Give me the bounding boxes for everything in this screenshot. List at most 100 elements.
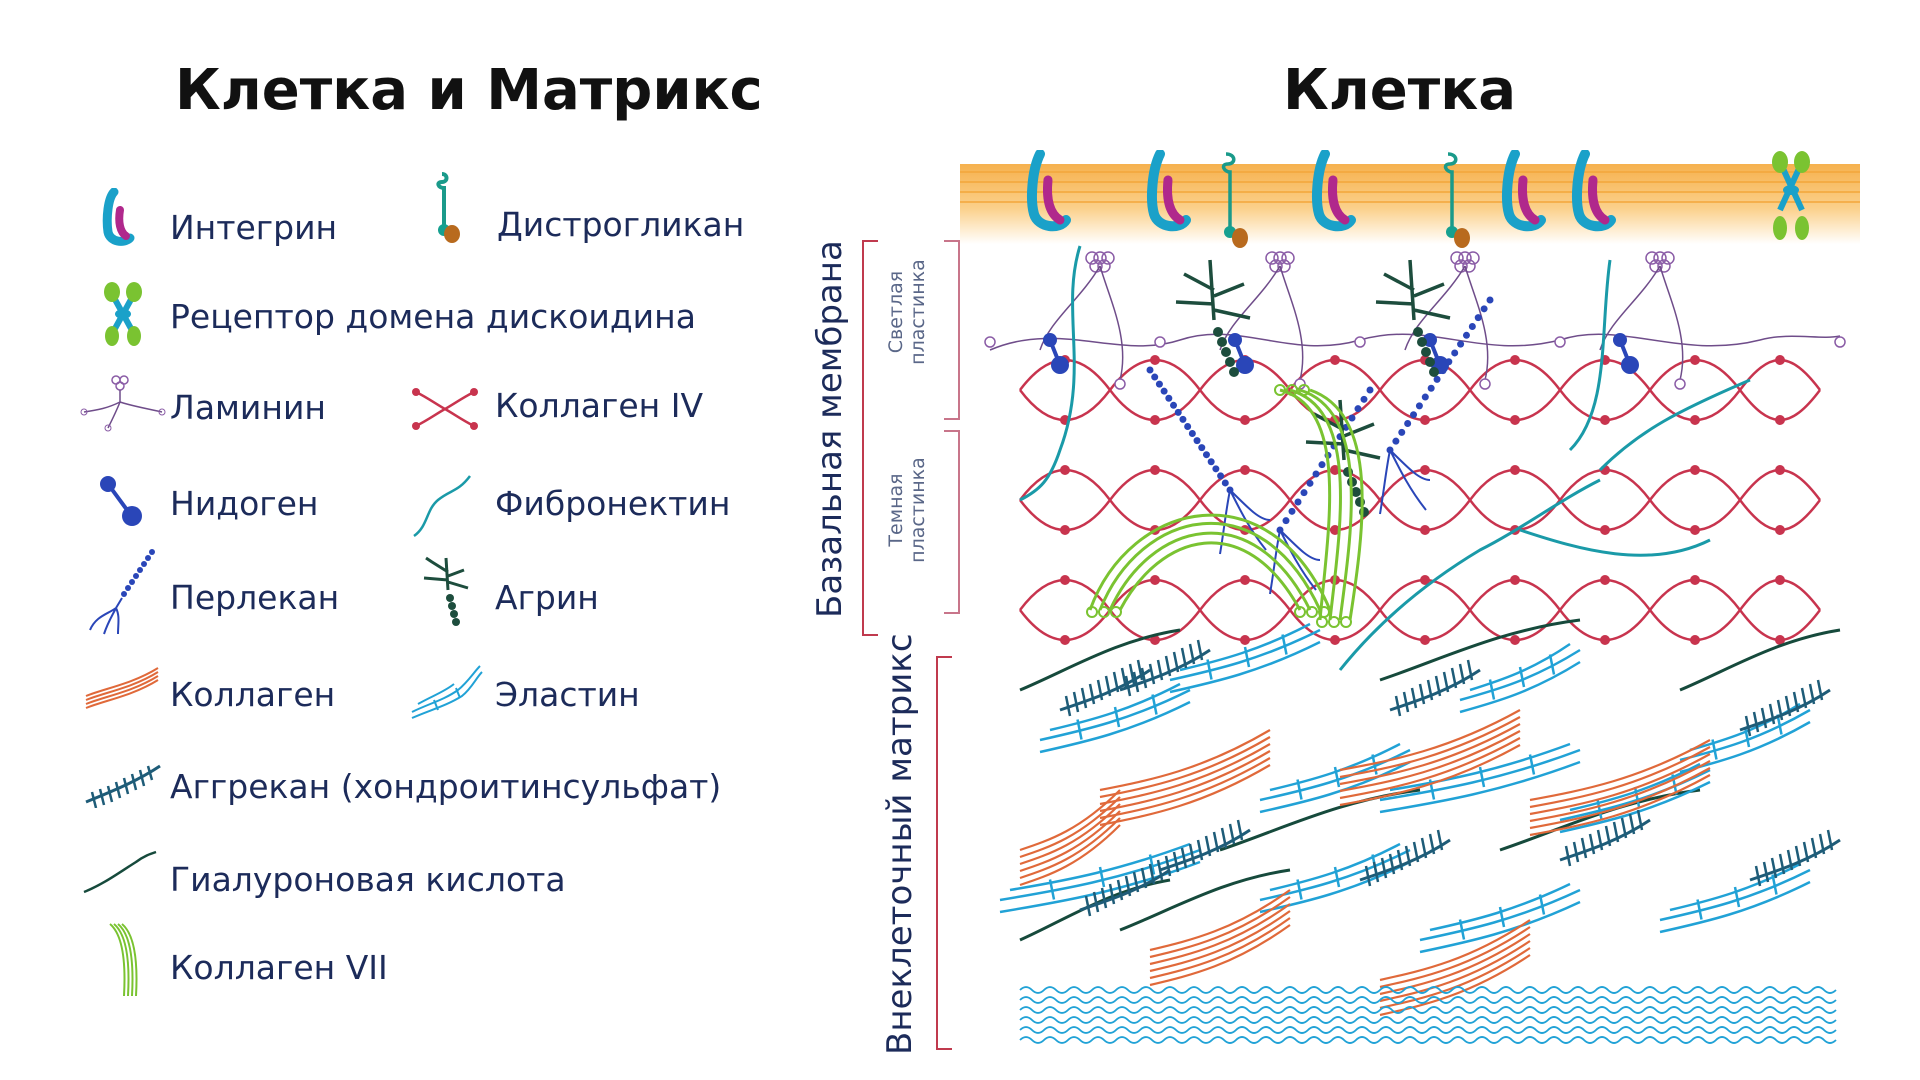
nidogen [1043,333,1069,374]
collagen-iv-node [1060,525,1070,535]
elastin [1039,682,1191,754]
bracket-basement-membrane [862,240,878,636]
hyaluronic-acid [1379,618,1581,682]
collagen-iv-node [1510,415,1520,425]
collagen [1339,709,1521,807]
legend-label-hyaluronic-acid: Гиалуроновая кислота [170,860,566,899]
collagen-iv-node [1690,575,1700,585]
bracket-dark-plate [944,430,960,614]
laminin-group [984,251,1846,390]
laminin-end [1834,336,1846,348]
collagen-iv-node [1060,465,1070,475]
collagen-iv-node [1240,465,1250,475]
integrin [1147,150,1191,232]
ecm-wave [1019,986,1837,994]
aggrecan [1559,809,1651,867]
collagen-iv-node [1690,415,1700,425]
collagen-iv-node [1420,465,1430,475]
fibronectin-group [1019,245,1751,671]
perlecan [1379,296,1494,515]
ecm-wave [1019,1016,1837,1024]
ecm-wave [1019,1006,1837,1014]
collagen-iv-node [1600,415,1610,425]
collagen-iv-icon [412,388,478,430]
collagen-iv-node [1420,525,1430,535]
collagen-iv-node [1690,635,1700,645]
legend-label-discoidin-receptor: Рецептор домена дискоидина [170,297,696,336]
collagen-iv-node [1600,525,1610,535]
laminin-end [1354,336,1366,348]
legend-label-collagen-iv: Коллаген IV [495,386,704,425]
legend-label-laminin: Ламинин [170,388,326,427]
elastin-icon [411,665,483,719]
collagen-icon [85,667,159,709]
elastin [1259,742,1411,814]
collagen-iv-node [1510,465,1520,475]
nidogen-icon [100,476,142,526]
discoidin-receptor-icon [104,282,142,346]
dystroglycan-icon [436,172,460,243]
collagen-vii-icon [109,923,138,997]
hyaluronic-acid [1679,628,1841,692]
collagen-iv-node [1330,635,1340,645]
collagen-iv-node [1690,525,1700,535]
collagen-iv-node [1775,415,1785,425]
legend-label-fibronectin: Фибронектин [495,484,731,523]
legend-label-collagen-vii: Коллаген VII [170,948,388,987]
collagen-iv-network [1019,355,1821,645]
fibronectin-icon [413,475,471,538]
label-basement-membrane: Базальная мембрана [810,240,850,618]
collagen-iv-node [1775,635,1785,645]
collagen-iv-node [1150,575,1160,585]
title-cell-and-matrix: Клетка и Матрикс [175,58,763,123]
collagen-iv-node [1420,575,1430,585]
collagen-iv-node [1775,465,1785,475]
bracket-extracellular-matrix [936,656,952,1050]
legend-label-nidogen: Нидоген [170,484,319,523]
label-extracellular-matrix: Внеклеточный матрикс [880,633,920,1055]
integrin-icon [102,188,135,246]
laminin [1404,251,1491,390]
collagen-iv-node [1060,575,1070,585]
collagen-iv-node [1775,575,1785,585]
collagen [1149,889,1291,987]
aggrecan-icon [85,764,161,808]
legend-label-perlecan: Перлекан [170,578,340,617]
integrin [1502,150,1546,232]
collagen [1019,789,1121,887]
collagen-iv-node [1420,415,1430,425]
discoidin-receptor [1772,151,1810,240]
laminin-end [984,336,996,348]
integrin [1027,150,1071,232]
laminin-strand [989,333,1841,351]
laminin-icon [80,375,166,432]
aggrecan [1739,679,1831,737]
ecm-wave [1019,1036,1837,1044]
aggrecan [1159,819,1251,877]
collagen-iv-node [1240,575,1250,585]
dystroglycan-group [1221,152,1470,248]
collagen-iv-node [1510,355,1520,365]
elastin [1419,882,1581,954]
aggrecan [1079,859,1171,917]
aggrecan [1059,659,1151,717]
collagen-iv-node [1510,635,1520,645]
dystroglycan [1443,152,1470,248]
perlecan-icon [89,549,155,635]
elastin [1659,862,1811,934]
extracellular-matrix [999,618,1841,1017]
collagen-iv-node [1240,415,1250,425]
collagen-iv-node [1150,415,1160,425]
bracket-light-plate [944,240,960,420]
collagen-iv-node [1150,355,1160,365]
laminin-end [1554,336,1566,348]
collagen-iv-node [1330,355,1340,365]
agrin-icon [423,556,469,626]
nidogen-group [1043,333,1639,374]
legend-label-agrin: Агрин [495,578,599,617]
legend-label-elastin: Эластин [495,675,640,714]
aggrecan [1749,829,1841,887]
cell-membrane [960,164,1860,244]
legend-label-dystroglycan: Дистрогликан [497,205,745,244]
label-light-plate: Светлая пластинка [885,259,929,365]
